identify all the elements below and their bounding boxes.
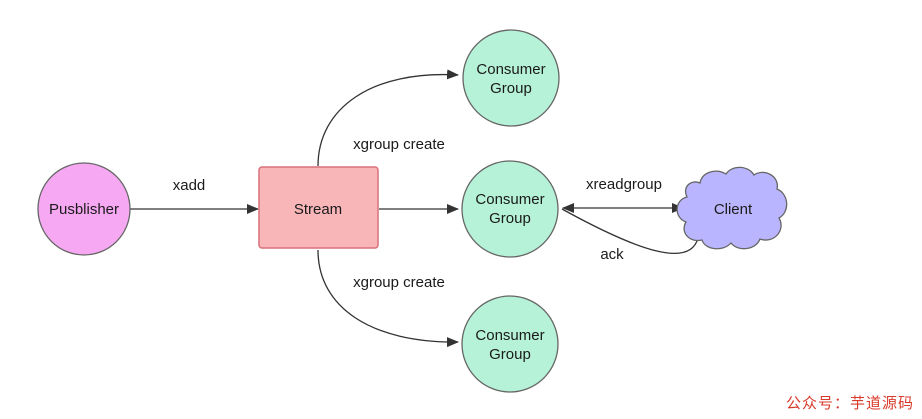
consumer-group-bottom-line1: Consumer — [475, 327, 544, 344]
consumer-group-middle-line1: Consumer — [475, 191, 544, 208]
watermark-text: 公众号：芋道源码 — [785, 394, 914, 412]
consumer-group-top-circle — [462, 29, 560, 127]
label-xgroup-create-top: xgroup create — [353, 136, 445, 153]
publisher-label: Pusblisher — [49, 201, 119, 218]
consumer-group-top-line2: Group — [490, 80, 532, 97]
consumer-group-bottom-circle — [461, 295, 559, 393]
edge-ack — [561, 208, 699, 255]
node-consumer-group-middle: Consumer Group — [461, 160, 559, 258]
consumer-group-top-line1: Consumer — [476, 61, 545, 78]
node-consumer-group-top: Consumer Group — [462, 29, 560, 127]
node-client: Client — [676, 166, 788, 250]
edge-xgroup-create-top — [317, 69, 459, 167]
client-label: Client — [714, 201, 753, 218]
node-stream: Stream — [258, 166, 379, 249]
node-publisher: Pusblisher — [37, 162, 131, 256]
consumer-group-middle-circle — [461, 160, 559, 258]
client-cloud-shape — [676, 166, 788, 250]
consumer-group-bottom-line2: Group — [489, 346, 531, 363]
edge-xgroup-create-bottom — [317, 249, 459, 348]
label-ack: ack — [600, 246, 624, 263]
consumer-group-middle-line2: Group — [489, 210, 531, 227]
stream-label: Stream — [294, 201, 342, 218]
label-xgroup-create-bottom: xgroup create — [353, 274, 445, 291]
label-xreadgroup: xreadgroup — [586, 176, 662, 193]
label-xadd: xadd — [173, 177, 206, 194]
node-consumer-group-bottom: Consumer Group — [461, 295, 559, 393]
publisher-circle — [37, 162, 131, 256]
stream-box — [258, 166, 379, 249]
